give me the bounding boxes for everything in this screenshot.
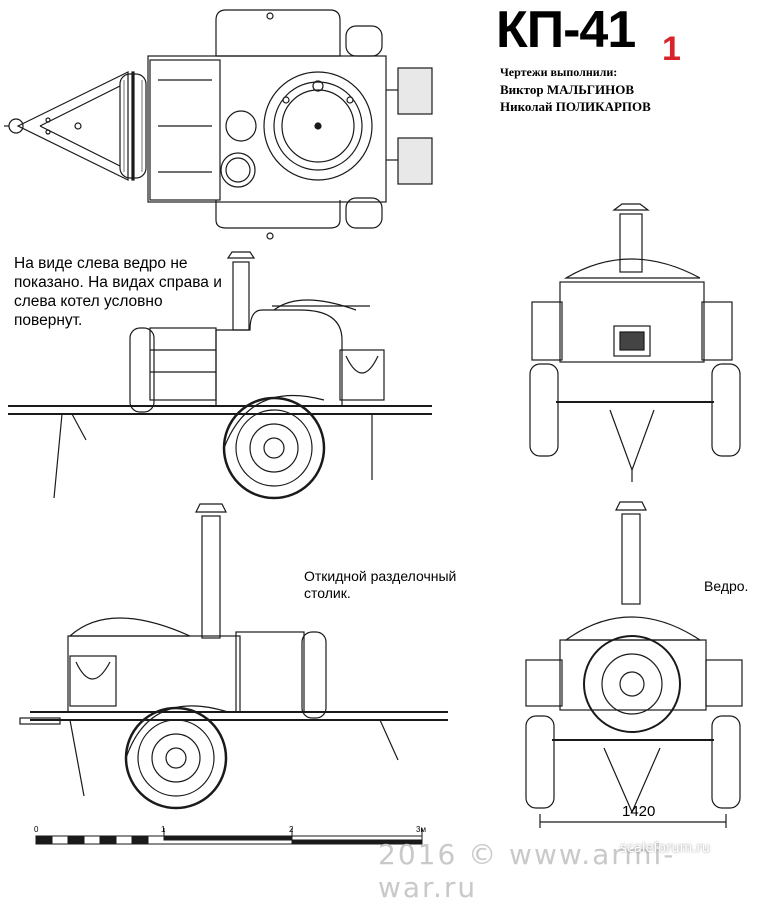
callout-bucket: Ведро. <box>704 578 749 594</box>
scale-label-0: 0 <box>34 825 39 834</box>
scale-bar <box>35 828 423 845</box>
credits-block: Чертежи выполнили: Виктор МАЛЬГИНОВ Нико… <box>500 64 651 115</box>
drawing-note: На виде слева ведро не показано. На вида… <box>14 255 222 329</box>
rear-view <box>525 501 743 828</box>
scale-label-1: 1 <box>161 825 166 834</box>
watermark-site: scaleforum.ru <box>620 841 710 856</box>
page-title: КП-41 <box>496 1 636 59</box>
dimension-width: 1420 <box>622 803 656 820</box>
top-view <box>4 9 433 240</box>
scale-label-2: 2 <box>289 825 294 834</box>
credits-author-2: Николай ПОЛИКАРПОВ <box>500 99 651 114</box>
front-view <box>529 203 741 482</box>
sheet-number: 1 <box>662 30 681 68</box>
credits-heading: Чертежи выполнили: <box>500 65 618 79</box>
side-view-right <box>19 503 448 810</box>
scale-label-3: 3м <box>416 825 426 834</box>
technical-drawing <box>4 9 743 845</box>
callout-folding-table: Откидной разделочный столик. <box>304 568 457 601</box>
side-view-left <box>8 251 432 500</box>
credits-author-1: Виктор МАЛЬГИНОВ <box>500 82 635 97</box>
